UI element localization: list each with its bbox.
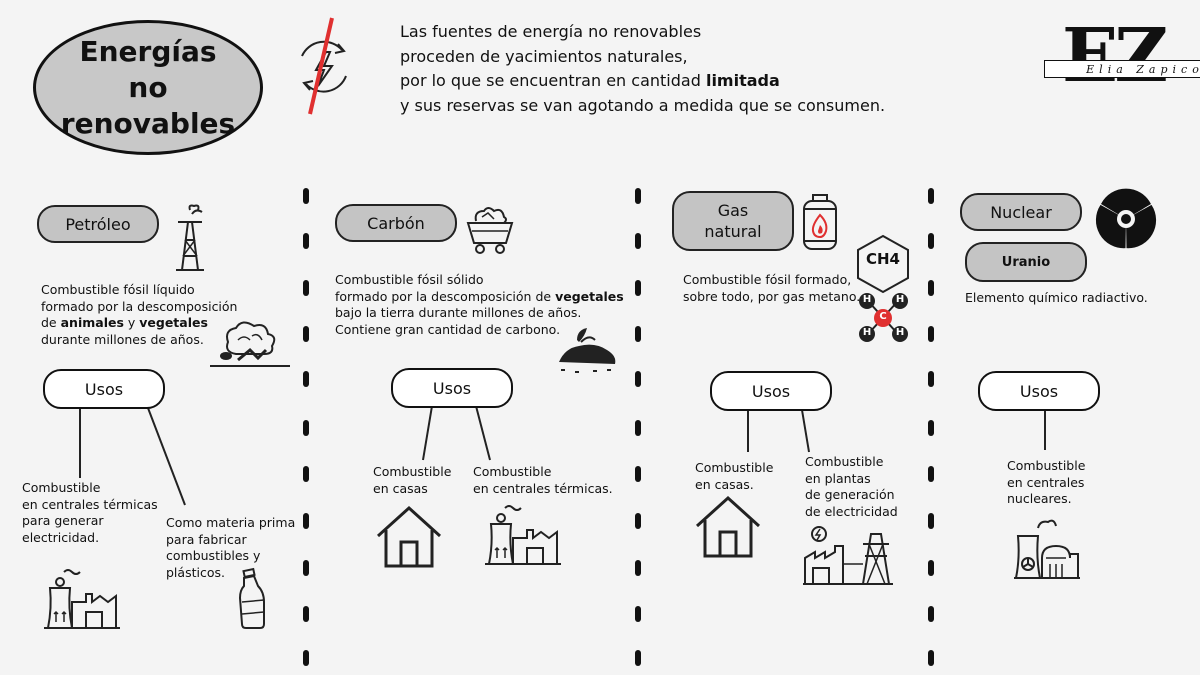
carbon-usos-text: Usos [432, 378, 472, 398]
uranio-label: Uranio [965, 242, 1087, 282]
atom-h-2: H [895, 294, 905, 305]
atom-h-1: H [862, 294, 872, 305]
intro-line-3: por lo que se encuentran en cantidad lim… [400, 69, 885, 94]
carbon-desc-3: bajo la tierra durante millones de años. [335, 305, 582, 320]
petroleo-label: Petróleo [37, 205, 159, 243]
intro-line-3-bold: limitada [705, 71, 780, 90]
coal-pile-icon [559, 328, 616, 373]
intro-line-3-text: por lo que se encuentran en cantidad [400, 71, 706, 90]
oil-derrick-icon [176, 204, 204, 271]
logo-signature: Elia Zapico [1044, 60, 1200, 78]
house-icon [376, 505, 442, 568]
nuclear-usos: Usos [978, 371, 1100, 411]
carbon-label-text: Carbón [367, 213, 425, 233]
intro-line-2: proceden de yacimientos naturales, [400, 46, 688, 66]
coal-cart-icon [466, 207, 514, 254]
intro-line-4: y sus reservas se van agotando a medida … [400, 95, 886, 115]
gas-label: Gas natural [672, 191, 794, 251]
uranio-label-text: Uranio [1001, 254, 1051, 270]
gas-description: Combustible fósil formado, sobre todo, p… [683, 272, 860, 305]
intro-line-1: Las fuentes de energía no renovables [400, 22, 702, 41]
carbon-desc-4: Contiene gran cantidad de carbono. [335, 321, 561, 337]
logo-letters: EZ [1062, 13, 1168, 99]
gas-usos: Usos [710, 371, 832, 411]
divider-2 [635, 188, 643, 668]
nuclear-label: Nuclear [960, 193, 1082, 231]
title-line-2: no [128, 70, 168, 104]
radiation-icon [1095, 188, 1157, 249]
petroleo-desc-1: Combustible fósil líquido [41, 282, 195, 297]
logo: EZ Elia Zapico [1044, 16, 1200, 96]
atom-h-3: H [862, 327, 872, 338]
petroleo-description: Combustible fósil líquido formado por la… [41, 282, 237, 348]
divider-1 [303, 188, 311, 668]
nuclear-usos-text: Usos [1019, 381, 1059, 401]
title-line-3: renovables [60, 106, 236, 140]
title-line-1: Energías [79, 34, 217, 68]
atom-h-4: H [895, 327, 905, 338]
gas-desc-1: Combustible fósil formado, [683, 272, 852, 287]
title-oval: Energías no renovables [33, 20, 263, 155]
petroleo-desc-4: durante millones de años. [41, 331, 204, 347]
recycle-crossed-icon [301, 17, 347, 115]
nuclear-description: Elemento químico radiactivo. [965, 290, 1148, 305]
biomass-icon [210, 321, 290, 367]
petroleo-desc-3: de animales y vegetales [41, 315, 208, 330]
petroleo-desc-2: formado por la descomposición [41, 298, 238, 314]
carbon-label: Carbón [335, 204, 457, 242]
power-plant-tower-icon [803, 526, 893, 585]
gas-label-line-1: Gas [717, 201, 749, 220]
nuclear-plant-icon [1014, 519, 1080, 579]
thermal-plant-icon-2 [485, 505, 561, 565]
gas-label-line-2: natural [704, 222, 762, 241]
petroleo-usos-text: Usos [84, 379, 124, 399]
carbon-desc-1: Combustible fósil sólido [335, 272, 484, 287]
thermal-plant-icon [44, 569, 120, 629]
logo-signature-text: Elia Zapico [1086, 62, 1200, 76]
intro-text: Las fuentes de energía no renovables pro… [400, 20, 885, 118]
nuclear-label-text: Nuclear [990, 202, 1052, 222]
methane-formula: CH4 [866, 250, 900, 268]
petroleo-label-text: Petróleo [65, 214, 131, 234]
gas-usos-text: Usos [751, 381, 791, 401]
house-icon-2 [695, 495, 761, 558]
carbon-description: Combustible fósil sólido formado por la … [335, 272, 624, 338]
carbon-desc-2: formado por la descomposición de vegetal… [335, 288, 624, 304]
bottle-icon [238, 567, 265, 629]
gas-desc-2: sobre todo, por gas metano. [683, 288, 861, 304]
methane-molecule-icon [857, 234, 909, 342]
gas-cylinder-icon [803, 194, 837, 250]
divider-3 [928, 188, 936, 668]
atom-c: C [879, 311, 887, 322]
carbon-usos: Usos [391, 368, 513, 408]
petroleo-usos: Usos [43, 369, 165, 409]
